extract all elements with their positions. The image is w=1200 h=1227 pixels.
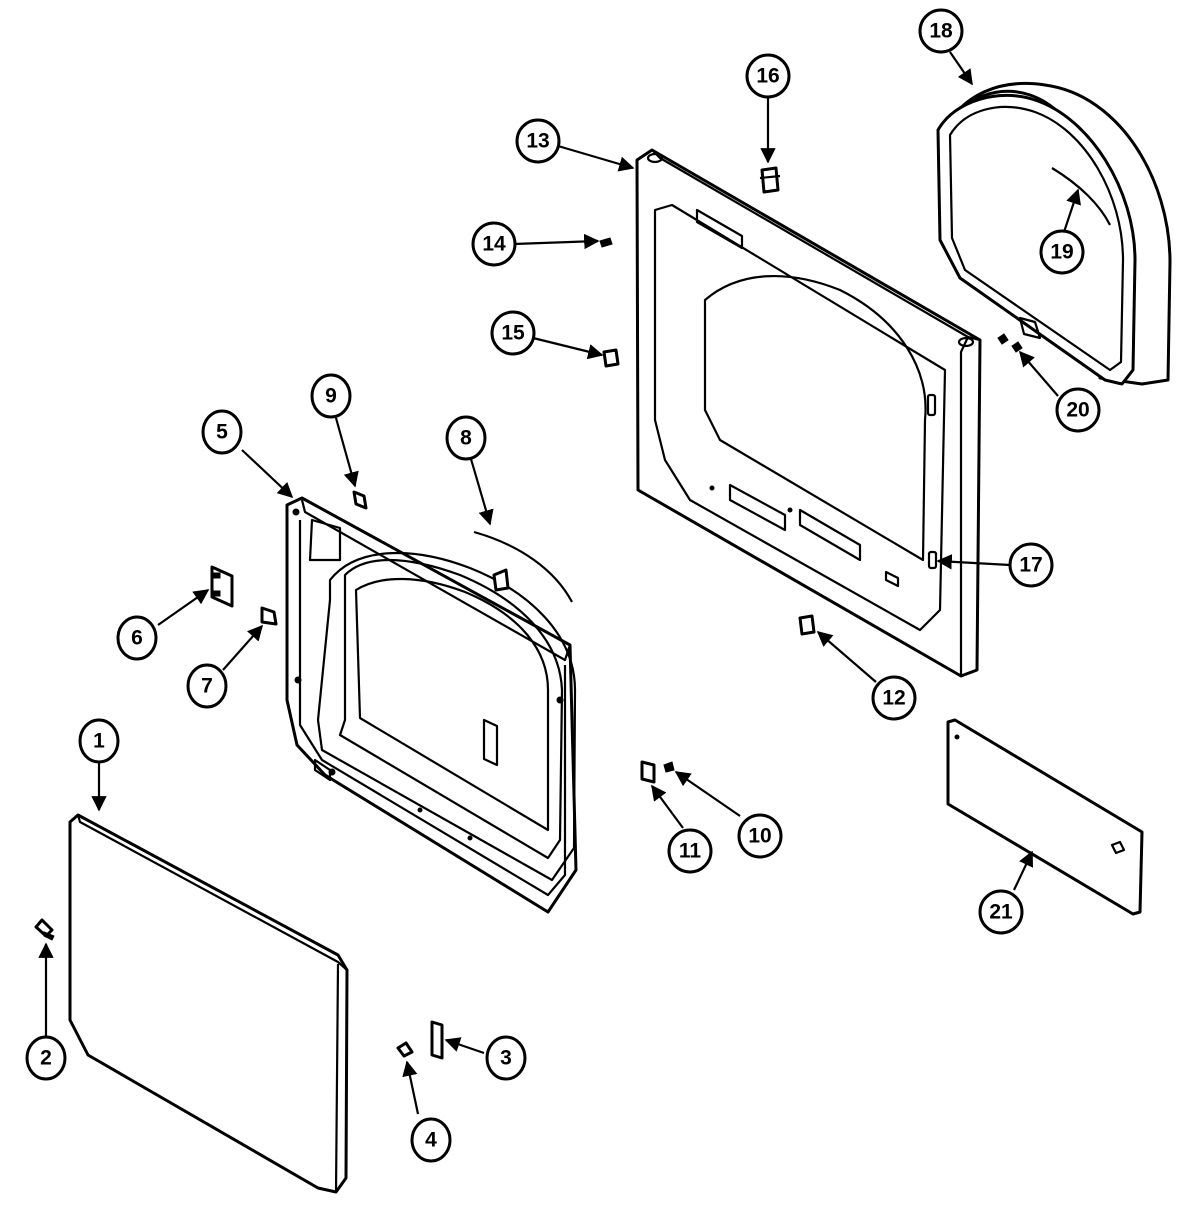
hinge-9-part (352, 490, 368, 510)
svg-text:9: 9 (325, 385, 337, 408)
svg-text:5: 5 (216, 421, 228, 444)
callout-10: 10 (737, 813, 783, 859)
callout-12: 12 (871, 675, 917, 721)
callout-19: 19 (1039, 229, 1085, 275)
svg-text:15: 15 (501, 322, 525, 345)
svg-text:18: 18 (929, 20, 953, 43)
latch-12-part (798, 614, 816, 636)
clip-5b-part (492, 568, 510, 592)
svg-text:20: 20 (1066, 399, 1089, 422)
screw-14-part (599, 237, 613, 248)
callout-6: 6 (116, 615, 158, 661)
svg-text:17: 17 (1019, 554, 1042, 577)
svg-text:19: 19 (1050, 241, 1073, 264)
hinge-16-part (759, 166, 781, 194)
svg-text:21: 21 (989, 901, 1013, 924)
svg-text:11: 11 (679, 840, 702, 863)
callout-9: 9 (310, 373, 352, 419)
svg-text:3: 3 (500, 1047, 512, 1070)
plug-15-part (602, 348, 620, 368)
svg-text:7: 7 (201, 675, 213, 698)
callout-1: 1 (78, 718, 120, 764)
screw-2-part (34, 918, 55, 941)
callout-16: 16 (745, 53, 791, 99)
svg-text:13: 13 (526, 130, 549, 153)
svg-text:14: 14 (482, 233, 506, 256)
callout-4: 4 (410, 1117, 452, 1163)
callout-14: 14 (471, 221, 517, 267)
callout-20: 20 (1055, 387, 1101, 433)
inner-door-panel-part (285, 496, 578, 914)
svg-text:4: 4 (425, 1129, 437, 1152)
callout-3: 3 (485, 1035, 527, 1081)
strike-3-part (430, 1020, 444, 1060)
kick-panel-part (946, 718, 1144, 916)
svg-text:2: 2 (40, 1047, 52, 1070)
svg-text:16: 16 (756, 65, 779, 88)
svg-text:8: 8 (460, 427, 472, 450)
callout-11: 11 (667, 828, 713, 874)
hinge-6-part (210, 565, 234, 608)
callout-7: 7 (186, 663, 228, 709)
svg-text:6: 6 (131, 627, 143, 650)
svg-text:1: 1 (93, 730, 105, 753)
leader-lines (38, 51, 1081, 1115)
svg-text:12: 12 (882, 687, 905, 710)
outer-door-panel-part (68, 813, 349, 1194)
screw-10-part (663, 761, 675, 773)
callout-18: 18 (918, 8, 964, 54)
door-frame-part (936, 81, 1172, 386)
clip-7-part (260, 606, 278, 626)
screw-4-part (396, 1041, 414, 1058)
callout-13: 13 (515, 118, 561, 164)
callout-5: 5 (201, 409, 243, 455)
callout-8: 8 (445, 415, 487, 461)
screws-20-part (997, 333, 1023, 353)
callout-17: 17 (1008, 542, 1054, 588)
front-panel-part (635, 148, 982, 678)
latch-11-part (640, 760, 656, 784)
callout-2: 2 (25, 1035, 67, 1081)
seal-8-part (473, 530, 573, 603)
callout-21: 21 (978, 889, 1024, 935)
callout-15: 15 (490, 310, 536, 356)
svg-text:10: 10 (748, 825, 771, 848)
